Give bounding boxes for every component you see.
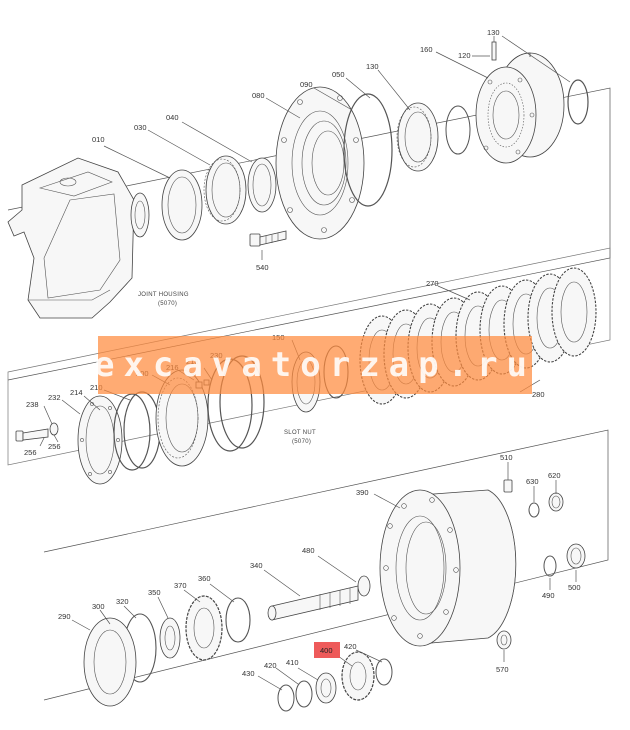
part-232-washer bbox=[49, 422, 59, 436]
label-420-left: 420 bbox=[264, 661, 277, 670]
watermark-banner: excavatorzap.ru bbox=[94, 336, 532, 394]
label-490: 490 bbox=[542, 591, 555, 600]
label-130-left: 130 bbox=[366, 62, 379, 71]
part-400-gear bbox=[341, 651, 375, 701]
label-030: 030 bbox=[134, 123, 147, 132]
label-620: 620 bbox=[548, 471, 561, 480]
joint-housing bbox=[7, 157, 150, 319]
label-400: 400 bbox=[320, 646, 333, 655]
part-390-planet-carrier bbox=[379, 489, 517, 647]
part-570-nut bbox=[496, 630, 512, 650]
label-090: 090 bbox=[300, 80, 313, 89]
label-238: 238 bbox=[26, 400, 39, 409]
label-040: 040 bbox=[166, 113, 179, 122]
label-160: 160 bbox=[420, 45, 433, 54]
part-010-seal bbox=[161, 169, 203, 241]
part-120-pin bbox=[491, 41, 497, 61]
label-050: 050 bbox=[332, 70, 345, 79]
assembly-frame-middle bbox=[7, 247, 611, 466]
part-430-ring bbox=[277, 684, 295, 712]
part-040-ring bbox=[247, 157, 277, 213]
leader-lines-bottom bbox=[71, 462, 577, 691]
part-620-plug bbox=[548, 492, 564, 512]
part-200-piston bbox=[155, 369, 209, 467]
label-540: 540 bbox=[256, 263, 269, 272]
part-500-cap bbox=[566, 543, 586, 569]
part-030-bearing-cup bbox=[203, 155, 247, 225]
part-420-rings bbox=[295, 658, 393, 708]
label-130-right: 130 bbox=[487, 28, 500, 37]
friction-disc bbox=[551, 267, 597, 357]
label-210: 210 bbox=[90, 383, 103, 392]
label-360: 360 bbox=[198, 574, 211, 583]
label-430: 430 bbox=[242, 669, 255, 678]
label-300: 300 bbox=[92, 602, 105, 611]
slot-nut-ref: (5070) bbox=[292, 439, 311, 445]
part-510-plug bbox=[503, 479, 513, 493]
label-480: 480 bbox=[302, 546, 315, 555]
watermark-text: excavatorzap.ru bbox=[93, 345, 537, 385]
label-120: 120 bbox=[458, 51, 471, 60]
label-390: 390 bbox=[356, 488, 369, 497]
part-290-disc bbox=[83, 617, 137, 707]
label-510: 510 bbox=[500, 453, 513, 462]
label-256-right: 256 bbox=[48, 442, 61, 451]
label-410: 410 bbox=[286, 658, 299, 667]
part-130-ring bbox=[445, 105, 471, 155]
joint-housing-caption: JOINT HOUSING bbox=[138, 292, 189, 298]
label-320: 320 bbox=[116, 597, 129, 606]
label-080: 080 bbox=[252, 91, 265, 100]
part-256-bolt bbox=[15, 428, 49, 442]
label-350: 350 bbox=[148, 588, 161, 597]
label-290: 290 bbox=[58, 612, 71, 621]
label-370: 370 bbox=[174, 581, 187, 590]
label-214: 214 bbox=[70, 388, 83, 397]
slot-nut-caption: SLOT NUT bbox=[284, 430, 316, 436]
part-130-bearing bbox=[396, 102, 439, 172]
label-500: 500 bbox=[568, 583, 581, 592]
part-360-snap-ring bbox=[225, 597, 251, 643]
assembly-frame-bottom bbox=[43, 429, 609, 701]
part-480-washer bbox=[357, 575, 371, 597]
part-400-highlight bbox=[314, 642, 340, 658]
part-630-seal bbox=[528, 502, 540, 518]
part-490-seal bbox=[543, 555, 557, 577]
label-340: 340 bbox=[250, 561, 263, 570]
label-570: 570 bbox=[496, 665, 509, 674]
label-010: 010 bbox=[92, 135, 105, 144]
joint-housing-ref: (5070) bbox=[158, 301, 177, 307]
label-420-right: 420 bbox=[344, 642, 357, 651]
part-214-plate bbox=[77, 395, 123, 485]
leader-lines-top bbox=[103, 35, 571, 260]
part-340-sun-shaft bbox=[267, 585, 359, 621]
label-280: 280 bbox=[532, 390, 545, 399]
part-050-o-ring bbox=[343, 93, 393, 207]
part-160-ring-gear bbox=[475, 52, 565, 164]
label-232: 232 bbox=[48, 393, 61, 402]
label-630: 630 bbox=[526, 477, 539, 486]
part-410-bushing bbox=[315, 672, 337, 704]
part-130-snap-ring bbox=[567, 79, 589, 125]
part-350-bearing bbox=[159, 617, 181, 659]
part-540-bolt bbox=[249, 230, 287, 247]
part-080-hub-carrier bbox=[275, 86, 365, 240]
friction-disc-bore bbox=[560, 281, 588, 343]
part-370-planet-gear bbox=[185, 595, 223, 661]
label-256-left: 256 bbox=[24, 448, 37, 457]
label-270: 270 bbox=[426, 279, 439, 288]
